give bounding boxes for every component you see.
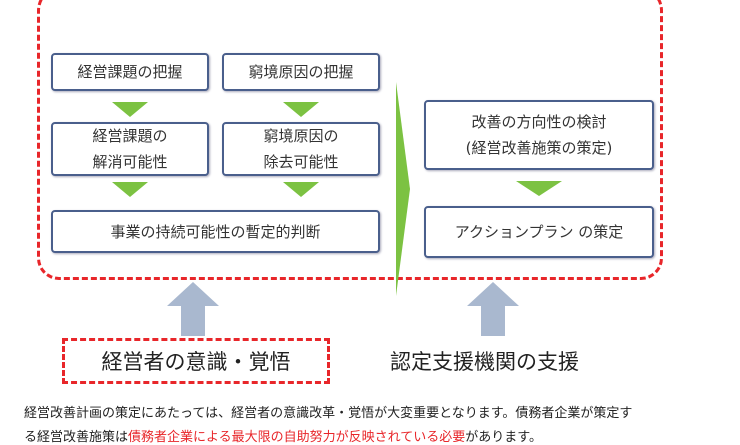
down-arrow-icon <box>283 102 319 117</box>
box-improvement-direction: 改善の方向性の検討 (経営改善施策の策定) <box>424 100 654 170</box>
box-label: 解消可能性 <box>92 153 168 171</box>
label-text: 経営者の意識・覚悟 <box>101 350 291 374</box>
box-label: アクションプラン の策定 <box>454 223 624 241</box>
box-management-issues: 経営課題の把握 <box>51 53 209 91</box>
box-label: 経営課題の <box>92 127 168 145</box>
box-distress-causes: 窮境原因の把握 <box>222 53 380 91</box>
box-label: 除去可能性 <box>263 153 339 171</box>
box-label: 窮境原因の把握 <box>248 63 354 81</box>
support-agency-label: 認定支援機関の支援 <box>390 350 579 374</box>
down-arrow-icon <box>112 182 148 197</box>
box-issue-resolvability: 経営課題の解消可能性 <box>51 122 209 176</box>
manager-commitment-label: 経営者の意識・覚悟 <box>62 338 330 384</box>
note-line-1: 経営改善計画の策定にあたっては、経営者の意識改革・覚悟が大変重要となります。債務… <box>24 406 633 421</box>
up-arrow-icon <box>467 282 519 336</box>
note-highlight: 債務者企業による最大限の自助努力が反映されている必要 <box>128 430 466 445</box>
note-text: る経営改善施策は <box>24 430 129 445</box>
up-arrow-icon <box>167 282 219 336</box>
down-arrow-icon <box>516 181 562 196</box>
process-group-frame <box>37 0 663 280</box>
down-arrow-icon <box>112 102 148 117</box>
box-label: 事業の持続可能性の暫定的判断 <box>110 222 321 241</box>
note-text: があります。 <box>465 430 542 445</box>
right-chevron-icon <box>396 82 410 296</box>
note-line-2: る経営改善施策は債務者企業による最大限の自助努力が反映されている必要があります。 <box>24 426 542 445</box>
box-label: (経営改善施策の策定) <box>465 139 613 157</box>
box-label: 改善の方向性の検討 <box>471 113 607 131</box>
box-provisional-judgment: 事業の持続可能性の暫定的判断 <box>51 210 380 253</box>
box-label: 窮境原因の <box>263 127 339 145</box>
box-action-plan: アクションプラン の策定 <box>424 206 654 258</box>
box-label: 経営課題の把握 <box>77 63 183 81</box>
down-arrow-icon <box>283 182 319 197</box>
box-cause-removability: 窮境原因の除去可能性 <box>222 122 380 176</box>
